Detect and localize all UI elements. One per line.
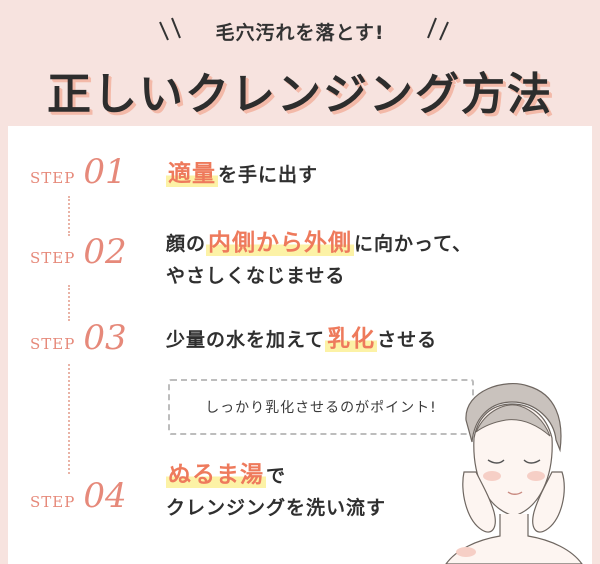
woman-face-illustration (445, 382, 583, 564)
step-02-line-2: やさしくなじませる (166, 265, 346, 287)
step-word: STEP (30, 169, 76, 187)
step-connector (68, 285, 70, 321)
page-title: 正しいクレンジング方法 (47, 69, 553, 120)
step-03-label: STEP 03 (30, 318, 127, 358)
step-03-highlight: 乳化 (325, 326, 378, 352)
step-02-rest: に向かって、 (354, 233, 473, 255)
step-04-rest: で (266, 465, 287, 487)
step-word: STEP (30, 335, 76, 353)
step-number: 03 (83, 318, 127, 358)
header-subtitle: 毛穴汚れを落とす! (215, 22, 385, 44)
subtitle-left-slashes-icon (159, 17, 449, 41)
step-02-label: STEP 02 (30, 232, 127, 272)
step-04-text: ぬるま湯で クレンジングを洗い流す (166, 459, 386, 524)
step-02-line-1: 顔の内側から外側に向かって、 (166, 227, 472, 260)
tip-box: しっかり乳化させるのがポイント! (168, 379, 474, 435)
step-01-label: STEP 01 (30, 152, 127, 192)
step-04-label: STEP 04 (30, 476, 127, 516)
step-03-pre: 少量の水を加えて (166, 329, 326, 351)
step-02-pre: 顔の (166, 233, 207, 255)
step-number: 04 (83, 476, 127, 516)
step-connector (68, 364, 70, 474)
step-04-highlight: ぬるま湯 (166, 462, 266, 488)
step-01-highlight: 適量 (166, 161, 218, 187)
step-number: 02 (83, 232, 127, 272)
step-connector (68, 196, 70, 236)
step-04-line-2: クレンジングを洗い流す (166, 497, 387, 519)
step-03-text: 少量の水を加えて乳化させる (166, 323, 437, 356)
step-01-text: 適量を手に出す (166, 158, 318, 191)
step-01-rest: を手に出す (218, 164, 319, 186)
step-word: STEP (30, 249, 76, 267)
step-03-rest: させる (377, 329, 438, 351)
step-02-text: 顔の内側から外側に向かって、 やさしくなじませる (166, 227, 472, 292)
step-02-highlight: 内側から外側 (206, 230, 355, 256)
step-04-line-1: ぬるま湯で (166, 459, 386, 492)
step-word: STEP (30, 493, 76, 511)
step-number: 01 (83, 152, 127, 192)
